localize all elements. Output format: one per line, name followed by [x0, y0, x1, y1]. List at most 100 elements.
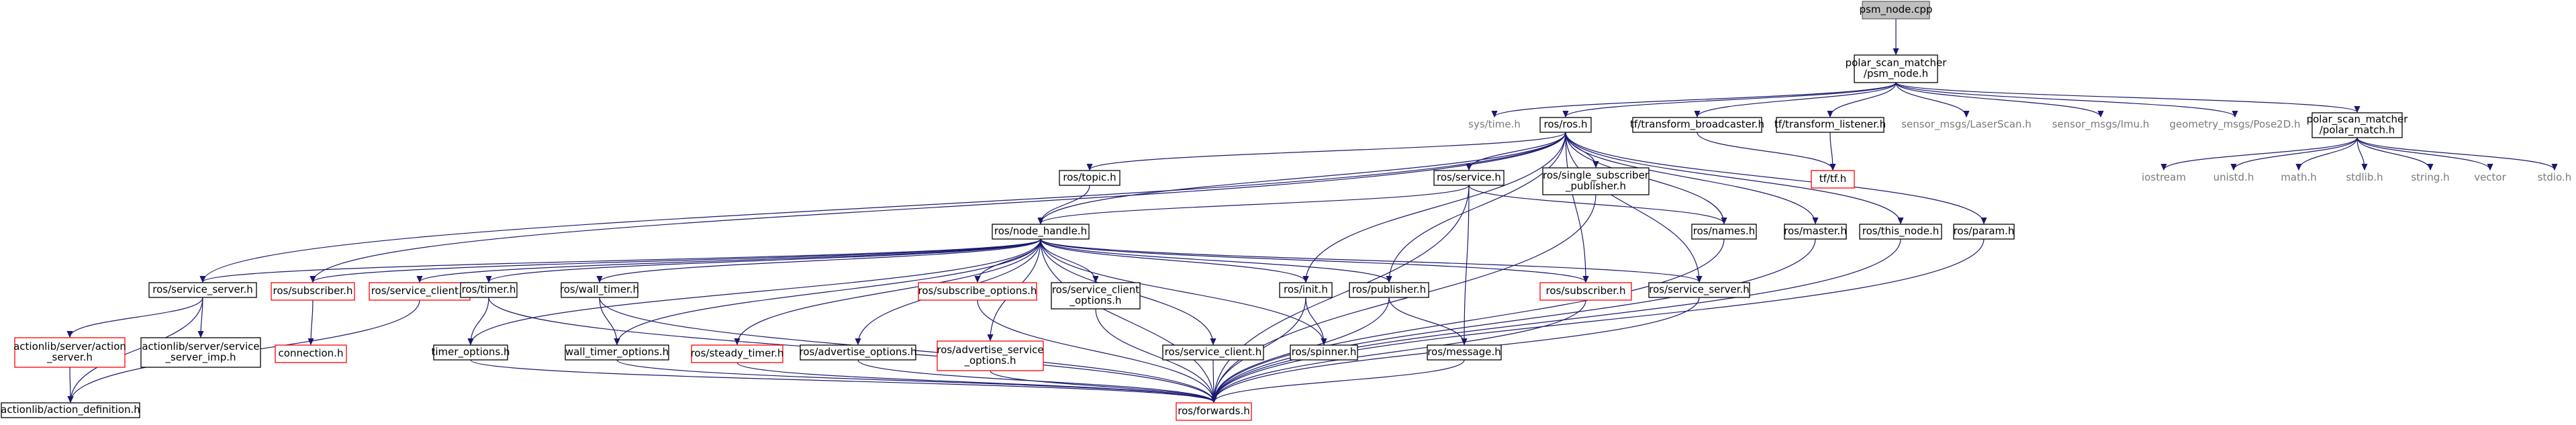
edge-ros_ros_h-to-ros_subscriber_h_right [1565, 132, 1586, 282]
node-actionlib-server-service-server-imp-h[interactable]: actionlib/server/service_server_imp.h [140, 337, 261, 368]
node-label: unistd.h [2213, 171, 2254, 183]
edge-ros_steady_timer_h-to-ros_forwards_h [736, 362, 1214, 402]
node-label: psm_node.cpp [1860, 3, 1933, 16]
node-ros-master-h[interactable]: ros/master.h [1784, 224, 1847, 240]
node-ros-service-client-h-mid[interactable]: ros/service_client.h [1162, 344, 1264, 361]
edge-ros_service_h-to-ros_forwards_h [1214, 185, 1470, 402]
node-label: ros/master.h [1784, 225, 1847, 237]
node-ros-timer-h[interactable]: ros/timer.h [460, 282, 518, 298]
node-ros-message-h[interactable]: ros/message.h [1427, 344, 1502, 361]
node-box [1691, 224, 1757, 240]
edge-ros_node_handle_h-to-ros_subscriber_h_left [313, 238, 1041, 282]
node-connection-h[interactable]: connection.h [275, 344, 347, 363]
node-box [561, 282, 638, 298]
node-unistd-h: unistd.h [2207, 171, 2260, 185]
edge-polar_scan_matcher_psm_node_h-to-polar_scan_matcher_polar_match_h [1895, 82, 2357, 112]
node-label: ros/service_server.h [152, 283, 253, 296]
node-ros-advertise-service-options-h[interactable]: ros/advertise_service_options.h [937, 340, 1044, 371]
node-label: connection.h [279, 347, 344, 359]
node-psm-node-cpp[interactable]: psm_node.cpp [1860, 1, 1933, 19]
node-box [800, 344, 916, 361]
node-ros-service-client-options-h[interactable]: ros/service_client_options.h [1051, 282, 1141, 310]
node-ros-subscriber-h-left[interactable]: ros/subscriber.h [271, 282, 355, 301]
node-label: polar_scan_matcher [2307, 113, 2409, 126]
node-ros-service-client-h-left[interactable]: ros/service_client.h [369, 282, 471, 301]
edge-polar_scan_matcher_psm_node_h-to-tf_transform_listener_h [1830, 82, 1897, 117]
node-ros-node-handle-h[interactable]: ros/node_handle.h [992, 224, 1090, 240]
node-box [918, 282, 1037, 301]
node-ros-subscriber-h-right[interactable]: ros/subscriber.h [1539, 282, 1632, 301]
edge-wall_timer_options_h-to-ros_forwards_h [616, 359, 1214, 402]
node-ros-subscribe-options-h[interactable]: ros/subscribe_options.h [918, 282, 1037, 301]
node-label: _publisher.h [1565, 180, 1626, 193]
node-box [937, 340, 1044, 371]
node-box [1811, 170, 1855, 189]
edge-ros_node_handle_h-to-ros_wall_timer_h [600, 238, 1041, 282]
node-ros-param-h[interactable]: ros/param.h [1953, 224, 2015, 240]
edge-ros_ros_h-to-ros_topic_h [1090, 132, 1566, 170]
node-math-h: math.h [2276, 171, 2322, 185]
node-sensor-msgs-imu-h: sensor_msgs/Imu.h [2050, 117, 2151, 132]
node-label: ros/param.h [1954, 225, 2015, 237]
edge-ros_message_h-to-ros_forwards_h [1214, 359, 1465, 402]
node-ros-service-server-h-left[interactable]: ros/service_server.h [148, 282, 257, 298]
node-ros-init-h[interactable]: ros/init.h [1279, 282, 1333, 298]
node-ros-wall-timer-h[interactable]: ros/wall_timer.h [560, 282, 639, 298]
edge-polar_scan_matcher_polar_match_h-to-string_h [2356, 137, 2430, 170]
node-ros-service-h[interactable]: ros/service.h [1433, 170, 1505, 186]
node-box [2050, 117, 2151, 132]
node-label: vector [2474, 171, 2506, 183]
node-ros-this-node-h[interactable]: ros/this_node.h [1859, 224, 1942, 240]
node-ros-publisher-h[interactable]: ros/publisher.h [1349, 282, 1429, 298]
dependency-edges [70, 19, 2555, 402]
node-box [1059, 170, 1120, 186]
node-label: _server_imp.h [164, 351, 236, 364]
node-iostream: iostream [2140, 171, 2187, 185]
node-box [1427, 344, 1502, 361]
node-label: ros/service.h [1437, 171, 1501, 183]
node-polar-scan-matcher-polar-match-h[interactable]: polar_scan_matcher/polar_match.h [2307, 112, 2409, 138]
node-label: ros/steady_timer.h [691, 347, 784, 360]
edge-ros_node_handle_h-to-ros_service_client_options_h [1040, 238, 1096, 282]
node-ros-ros-h[interactable]: ros/ros.h [1539, 117, 1592, 133]
edge-ros_service_client_options_h-to-ros_forwards_h [1095, 308, 1214, 402]
node-box [460, 282, 518, 298]
node-ros-spinner-h[interactable]: ros/spinner.h [1290, 344, 1358, 361]
edge-ros_param_h-to-ros_forwards_h [1214, 238, 1985, 402]
node-ros-forwards-h[interactable]: ros/forwards.h [1176, 402, 1252, 421]
node-ros-single-subscriber-publisher-h[interactable]: ros/single_subscriber_publisher.h [1542, 167, 1650, 195]
node-box [2340, 171, 2389, 185]
node-box [1854, 54, 1938, 83]
node-box [148, 282, 257, 298]
edge-ros_node_handle_h-to-ros_service_client_h_left [420, 238, 1041, 282]
node-ros-advertise-options-h[interactable]: ros/advertise_options.h [800, 344, 917, 361]
node-label: ros/publisher.h [1352, 283, 1426, 295]
node-polar-scan-matcher-psm-node-h[interactable]: polar_scan_matcher/psm_node.h [1846, 54, 1948, 83]
node-actionlib-server-action-server-h[interactable]: actionlib/server/action_server.h [13, 337, 126, 368]
node-tf-tf-h[interactable]: tf/tf.h [1811, 170, 1855, 189]
edge-ros_node_handle_h-to-ros_service_server_h_left [203, 238, 1041, 282]
node-ros-steady-timer-h[interactable]: ros/steady_timer.h [691, 344, 784, 363]
node-ros-service-server-h-right[interactable]: ros/service_server.h [1648, 282, 1750, 298]
node-wall-timer-options-h[interactable]: wall_timer_options.h [565, 344, 669, 361]
node-label: actionlib/action_definition.h [1, 404, 140, 416]
node-label: math.h [2281, 171, 2316, 183]
edge-ros_service_h-to-ros_message_h [1464, 185, 1470, 344]
node-box [1279, 282, 1333, 298]
edge-ros_publisher_h-to-ros_message_h [1388, 297, 1464, 344]
node-tf-transform-broadcaster-h[interactable]: tf/transform_broadcaster.h [1630, 117, 1764, 133]
edge-ros_ros_h-to-ros_node_handle_h [1041, 132, 1566, 224]
node-ros-topic-h[interactable]: ros/topic.h [1059, 170, 1120, 186]
node-string-h: string.h [2406, 171, 2454, 185]
node-box [2207, 171, 2260, 185]
node-sys-time-h: sys/time.h [1465, 117, 1524, 132]
node-box [1784, 224, 1847, 240]
node-box [1465, 117, 1524, 132]
node-tf-transform-listener-h[interactable]: tf/transform_listener.h [1774, 117, 1886, 133]
node-timer-options-h[interactable]: timer_options.h [431, 344, 510, 361]
edge-ros_service_h-to-ros_names_h [1468, 185, 1724, 224]
node-ros-names-h[interactable]: ros/names.h [1691, 224, 1757, 240]
node-label: sensor_msgs/Imu.h [2052, 118, 2150, 131]
node-actionlib-action-definition-h[interactable]: actionlib/action_definition.h [1, 402, 140, 418]
